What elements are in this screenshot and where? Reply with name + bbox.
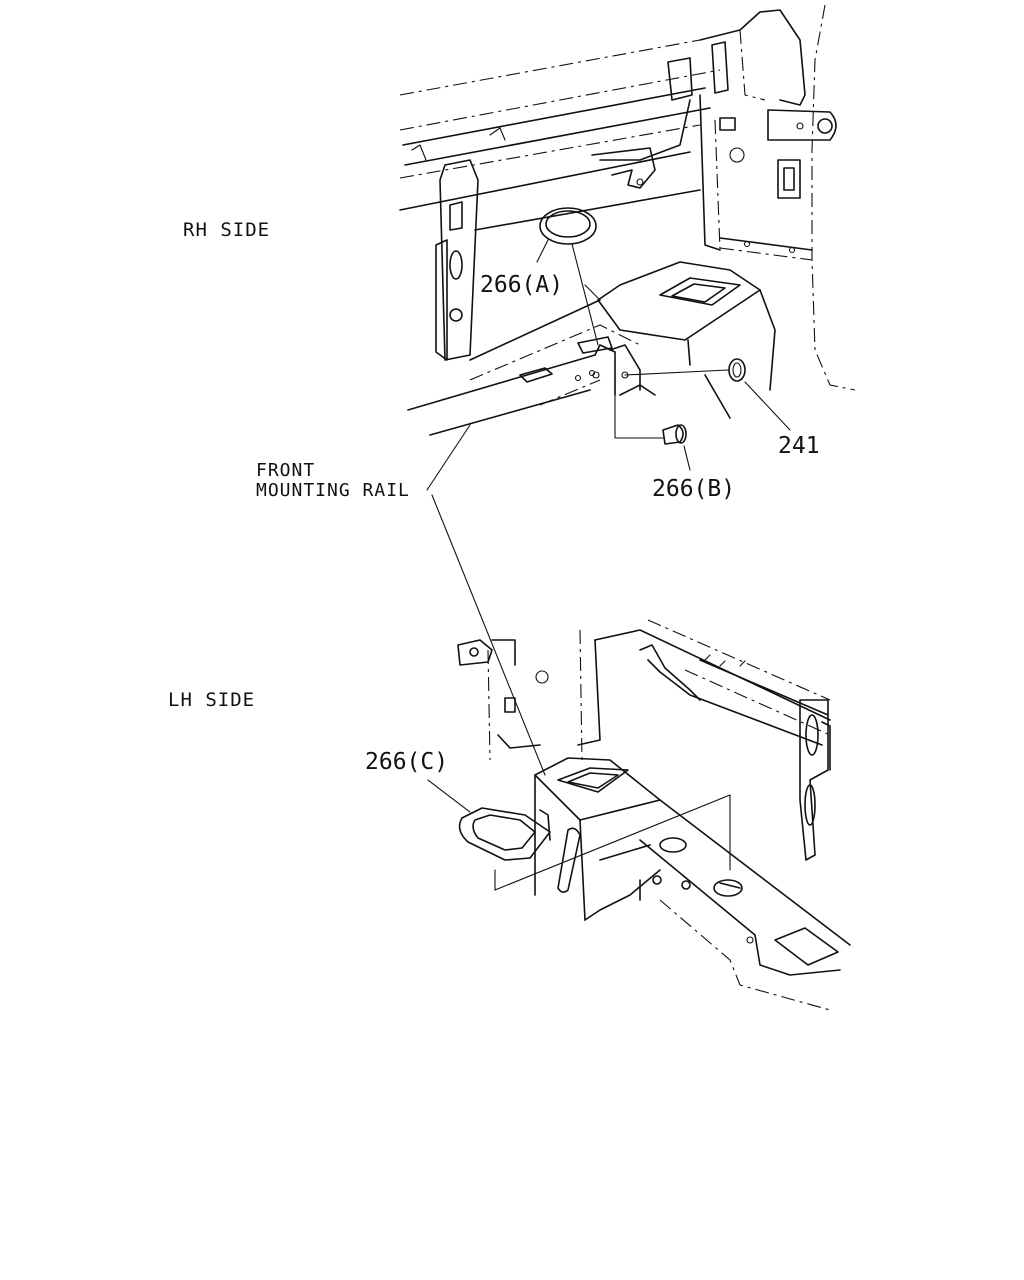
- front-mounting-rail-label-line1: FRONT: [256, 460, 315, 481]
- callout-266c: 266(C): [365, 749, 448, 775]
- callout-266b: 266(B): [652, 476, 735, 502]
- lh-side-assembly: [457, 619, 851, 1011]
- rh-side-assembly: [399, 4, 856, 445]
- leader-lines: [426, 239, 791, 813]
- rh-side-label: RH SIDE: [183, 219, 270, 241]
- callout-266a: 266(A): [480, 272, 563, 298]
- callout-241: 241: [778, 433, 820, 459]
- front-mounting-rail-label-line2: MOUNTING RAIL: [256, 480, 410, 501]
- lh-side-label: LH SIDE: [168, 689, 255, 711]
